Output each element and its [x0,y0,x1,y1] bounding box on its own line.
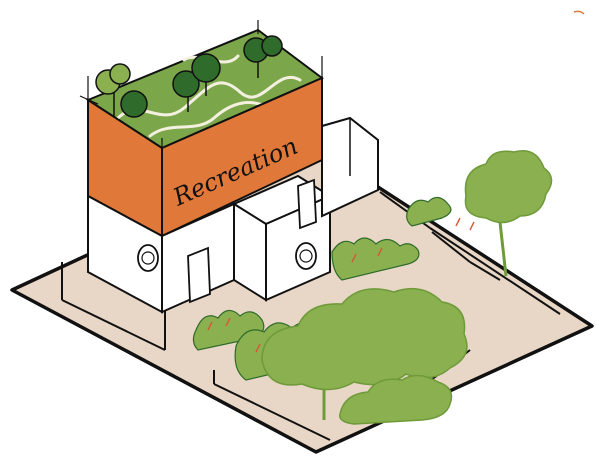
face-sign-right [296,243,316,269]
face-sign-left [138,245,158,271]
hedge-far-right [407,197,451,226]
door-annex [298,180,316,228]
accent-mark [574,11,584,14]
door-main [188,248,210,302]
